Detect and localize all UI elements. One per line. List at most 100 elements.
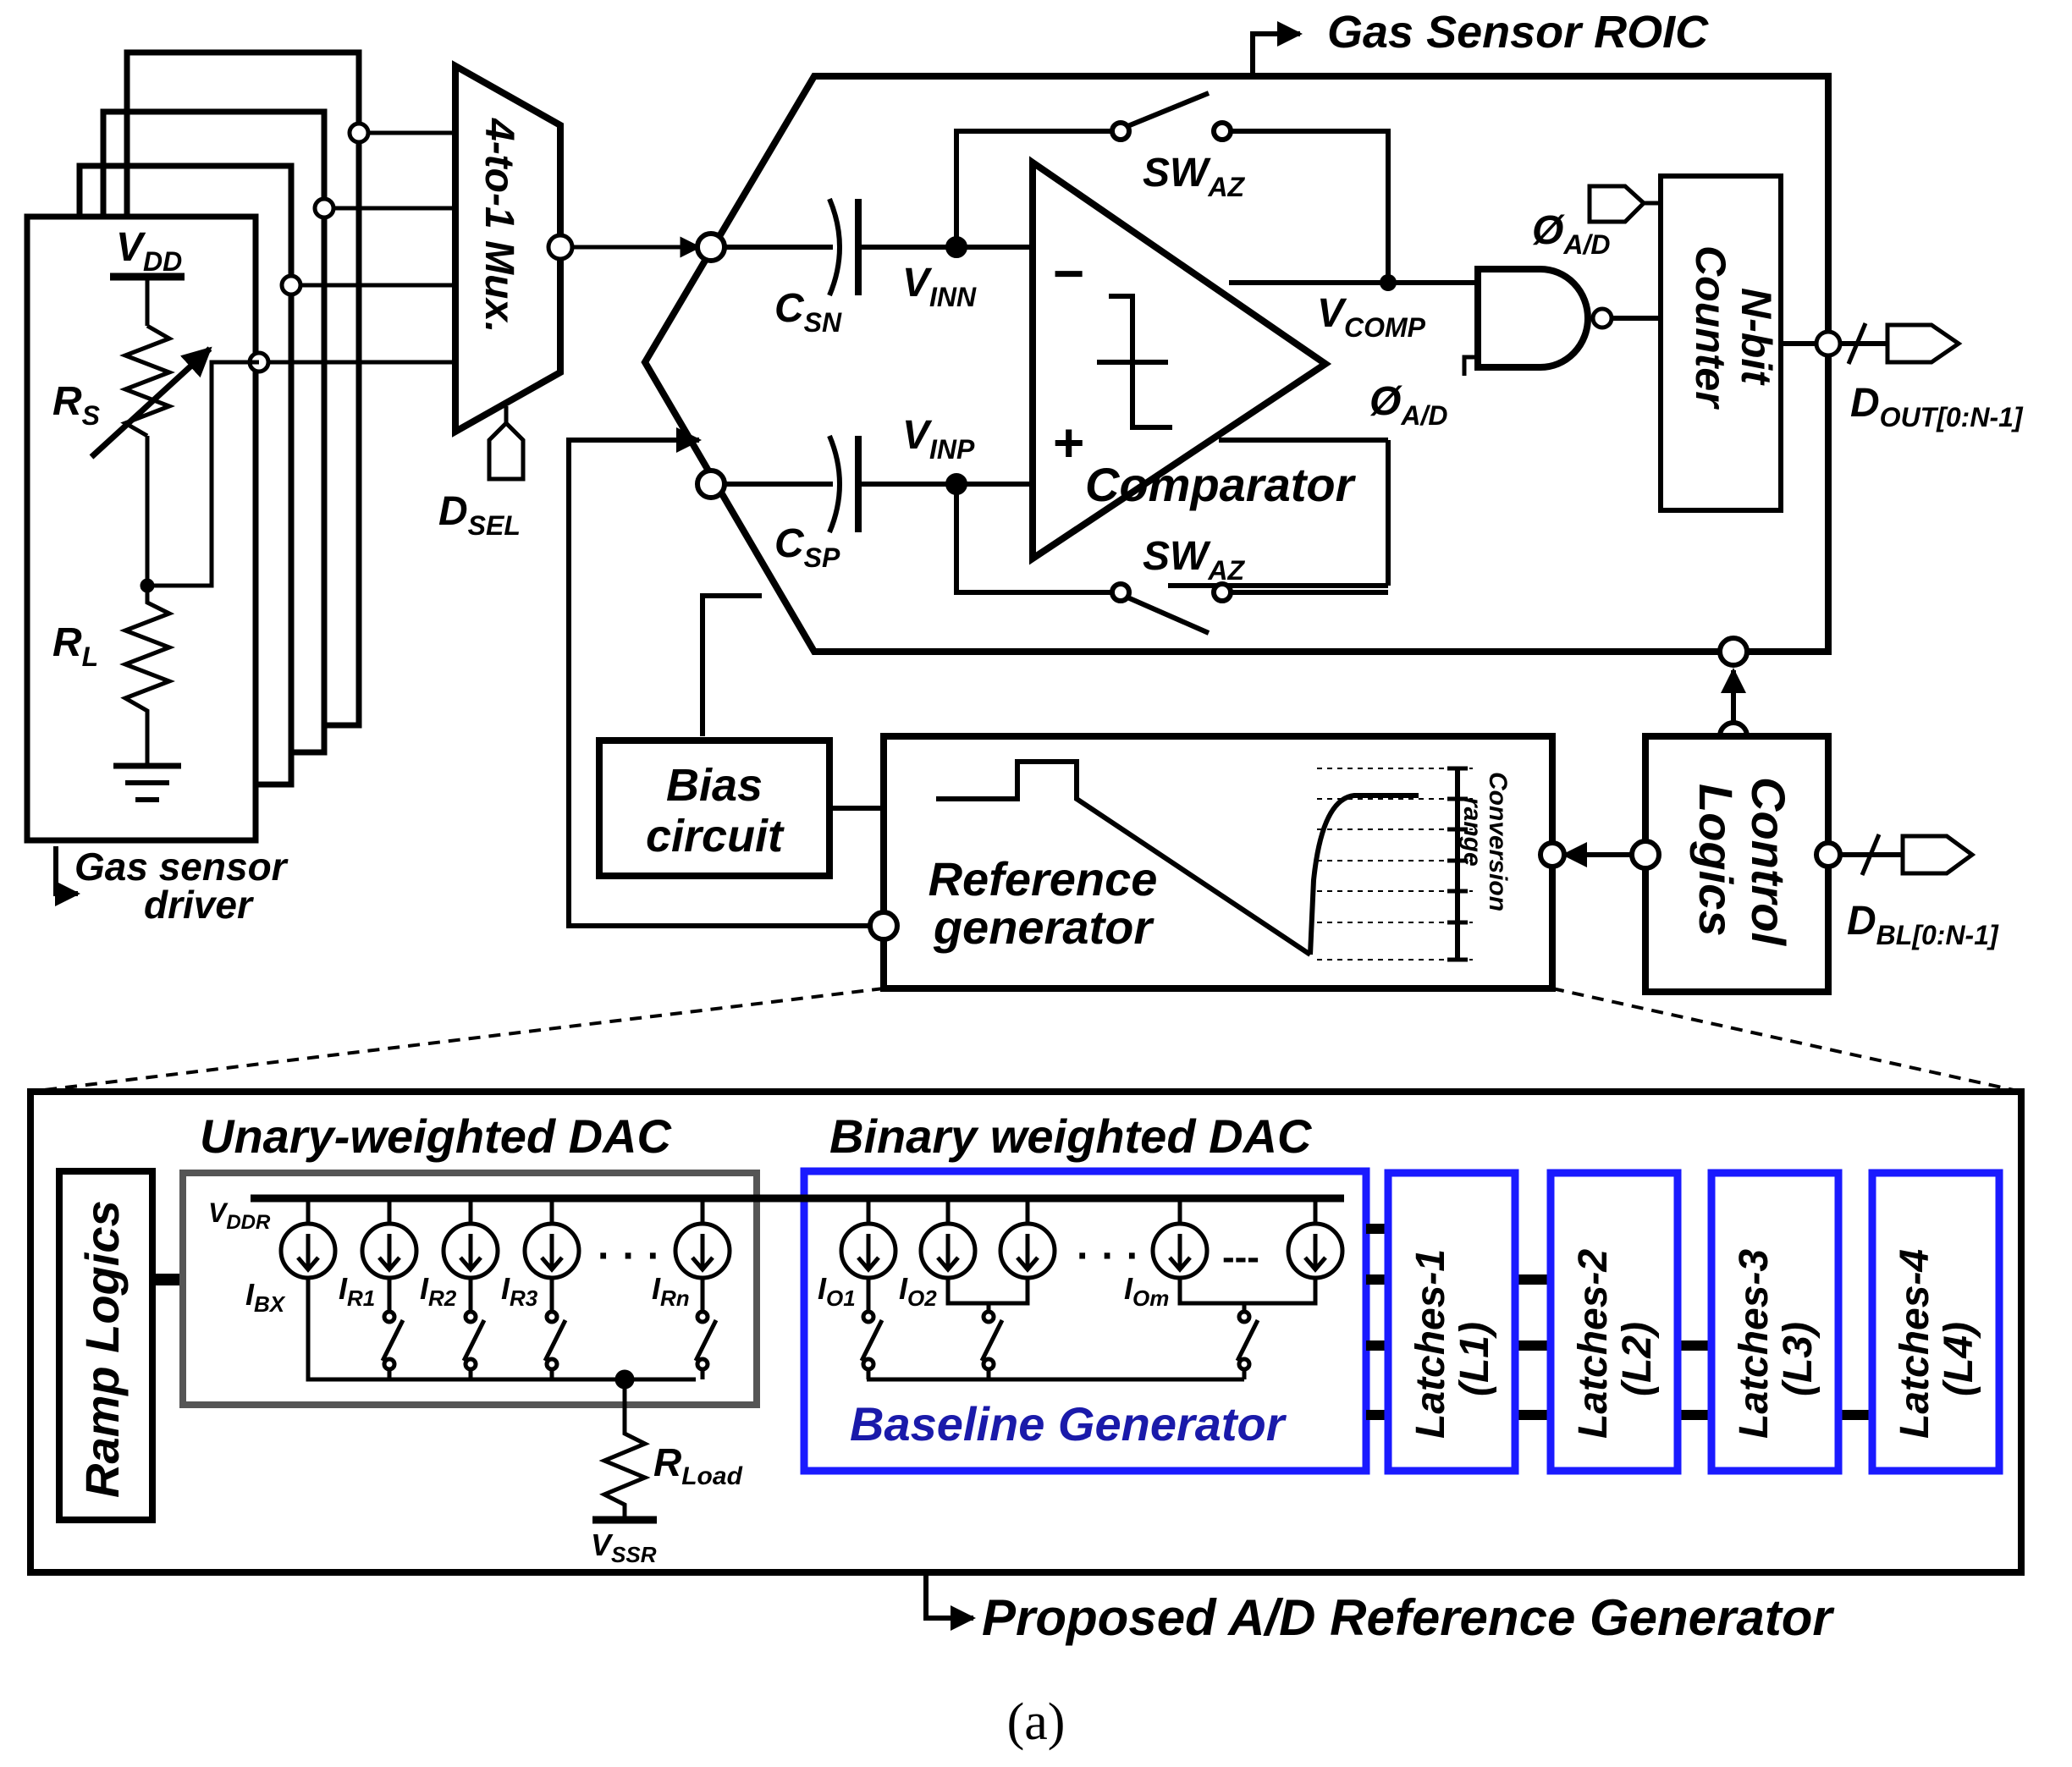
binary-dac-box	[800, 1167, 1370, 1475]
latch-sublabel: (L1)	[1452, 1322, 1497, 1396]
comparator-label: Comparator	[1085, 458, 1357, 511]
switch	[380, 1303, 405, 1379]
csp-label: CSP	[774, 521, 840, 573]
switch	[859, 1303, 884, 1379]
current-source	[441, 1198, 500, 1280]
current-source	[1150, 1198, 1210, 1280]
figure-caption: (a)	[1007, 1693, 1066, 1751]
switch	[1235, 1303, 1260, 1379]
latch-label: Latches-2	[1571, 1249, 1616, 1439]
latch-block-4: Latches-4(L4)	[1868, 1169, 2003, 1475]
current-sources	[278, 1198, 1345, 1379]
ramp-logics-label: Ramp Logics	[75, 1200, 129, 1498]
latch-block-1: Latches-1(L1)	[1384, 1169, 1519, 1475]
ellipsis-binary: · · ·	[1077, 1234, 1140, 1279]
latch-label: Latches-1	[1408, 1249, 1453, 1439]
latch-sublabel: (L2)	[1615, 1322, 1660, 1396]
latch-block-3: Latches-3(L3)	[1707, 1169, 1843, 1475]
swaz-top-label: SWAZ	[1143, 151, 1245, 202]
roic-boundary	[641, 73, 1832, 655]
ir3-label: IR3	[501, 1271, 538, 1311]
rs-label: RS	[52, 379, 101, 431]
bias-wire	[700, 593, 762, 736]
refgen-title-arrow	[923, 1572, 976, 1631]
unary-bottom-wiring	[306, 1278, 1244, 1524]
source-wiring	[387, 1278, 1318, 1306]
comparator-block	[1029, 156, 1332, 565]
dbl-label: DBL[0:N-1]	[1847, 899, 1999, 950]
nand-gate	[1474, 266, 1591, 371]
capacitors	[725, 197, 1033, 534]
latch-box	[1868, 1169, 2003, 1475]
ramp-logics-block	[56, 1168, 156, 1523]
vdd-label: VDD	[116, 225, 182, 277]
reference-feedback-wire	[566, 427, 884, 928]
roic-title: Gas Sensor ROIC	[1327, 7, 1709, 58]
driver-arrow	[53, 846, 80, 906]
bias-label-2: circuit	[646, 811, 785, 861]
counter-label-2: Counter	[1687, 245, 1734, 410]
mux-label: 4-to-1 Mux.	[477, 118, 521, 333]
latch-box	[1546, 1169, 1682, 1475]
dbl-port	[1900, 834, 1976, 876]
swaz-bot-label: SWAZ	[1143, 534, 1245, 586]
io1-label: IO1	[818, 1271, 856, 1311]
conversion-label-1: Conversion	[1484, 772, 1512, 911]
current-source	[918, 1198, 978, 1280]
dsel-port	[487, 420, 526, 482]
io2-label: IO2	[899, 1271, 937, 1311]
mux-block	[452, 60, 564, 438]
irn-label: IRn	[652, 1271, 690, 1311]
control-label-1: Control	[1742, 777, 1795, 947]
rl-label: RL	[52, 620, 98, 672]
unary-dac-box	[179, 1170, 760, 1408]
vddr-label: VDDR	[208, 1197, 271, 1234]
latch-box	[1384, 1169, 1519, 1475]
ir1-label: IR1	[339, 1271, 375, 1311]
comparator-minus: −	[1053, 243, 1084, 304]
dout-port	[1885, 322, 1963, 365]
binary-dac-title: Binary weighted DAC	[829, 1109, 1313, 1163]
latch-label: Latches-4	[1893, 1249, 1937, 1439]
counter-label-1: N-bit	[1733, 288, 1780, 386]
bias-circuit-block	[596, 737, 833, 879]
iom-label: IOm	[1124, 1271, 1169, 1311]
current-source	[839, 1198, 898, 1280]
current-source	[673, 1198, 732, 1280]
driver-outputs	[247, 121, 457, 374]
comparator-internal	[1097, 294, 1172, 430]
reference-label-1: Reference	[929, 852, 1158, 906]
vcomp-label: VCOMP	[1317, 291, 1426, 343]
roic-title-arrow	[1250, 21, 1303, 76]
phi-top-label: ØA/D	[1532, 208, 1610, 260]
sensor-circuit	[89, 272, 259, 802]
dsel-label: DSEL	[438, 489, 521, 541]
gas-sensor-driver	[24, 49, 362, 844]
ibx-label: IBX	[245, 1277, 286, 1317]
autozero-switches	[945, 91, 1391, 636]
latch-sublabel: (L4)	[1937, 1322, 1981, 1396]
latch-block-2: Latches-2(L2)	[1546, 1169, 1682, 1475]
latch-label: Latches-3	[1732, 1249, 1777, 1439]
switch	[693, 1303, 719, 1379]
driver-title-line1: Gas sensor	[74, 845, 289, 889]
ellipsis-unary: · · ·	[598, 1234, 661, 1279]
baseline-generator-label: Baseline Generator	[850, 1397, 1287, 1450]
phi-bot-label: ØA/D	[1369, 379, 1447, 431]
conversion-label-2: range	[1458, 797, 1486, 867]
dashes-binary: ---	[1222, 1236, 1259, 1278]
driver-title-line2: driver	[144, 883, 254, 927]
unary-dac-title: Unary-weighted DAC	[200, 1109, 672, 1163]
reference-generator-block	[880, 733, 1556, 992]
dout-label: DOUT[0:N-1]	[1850, 381, 2024, 432]
latch-sublabel: (L3)	[1776, 1322, 1821, 1396]
control-label-2: Logics	[1689, 784, 1743, 936]
latch-box	[1707, 1169, 1843, 1475]
refgen-detail-frame	[27, 1088, 2025, 1576]
vssr-label: VSSR	[591, 1528, 657, 1567]
csn-label: CSN	[774, 286, 842, 338]
vinn-label: VINN	[902, 261, 977, 312]
reference-label-2: generator	[933, 900, 1154, 954]
vinp-label: VINP	[902, 413, 975, 465]
